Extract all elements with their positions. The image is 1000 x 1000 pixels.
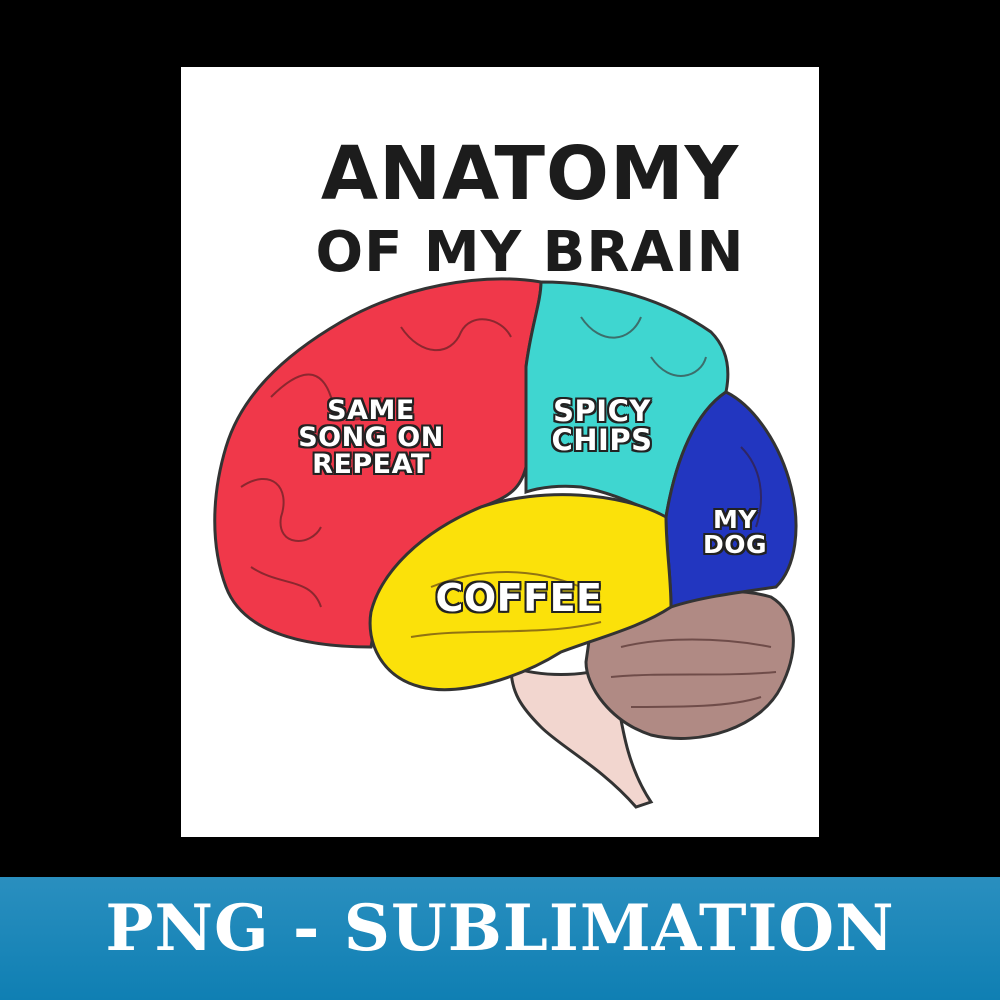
- temporal-lobe: [368, 493, 673, 692]
- parietal-lobe-label: SPICY CHIPS: [551, 394, 653, 457]
- temporal-lobe-label: COFFEE: [435, 576, 603, 620]
- occipital-lobe-label: MY DOG: [702, 505, 768, 559]
- title-line-1: ANATOMY: [320, 131, 740, 217]
- frontal-lobe-label: SAME SONG ON REPEAT: [298, 395, 444, 480]
- brain-folds: [240, 316, 777, 708]
- brain-illustration: [213, 277, 798, 809]
- banner-text: PNG - SUBLIMATION: [105, 891, 895, 966]
- occipital-lobe: [664, 390, 798, 610]
- sublimation-banner: PNG - SUBLIMATION: [0, 877, 1000, 1000]
- title-line-2: OF MY BRAIN: [315, 220, 745, 285]
- frontal-lobe: [213, 277, 543, 649]
- poster: ANATOMY OF MY BRAIN SAME SONG: [181, 67, 819, 837]
